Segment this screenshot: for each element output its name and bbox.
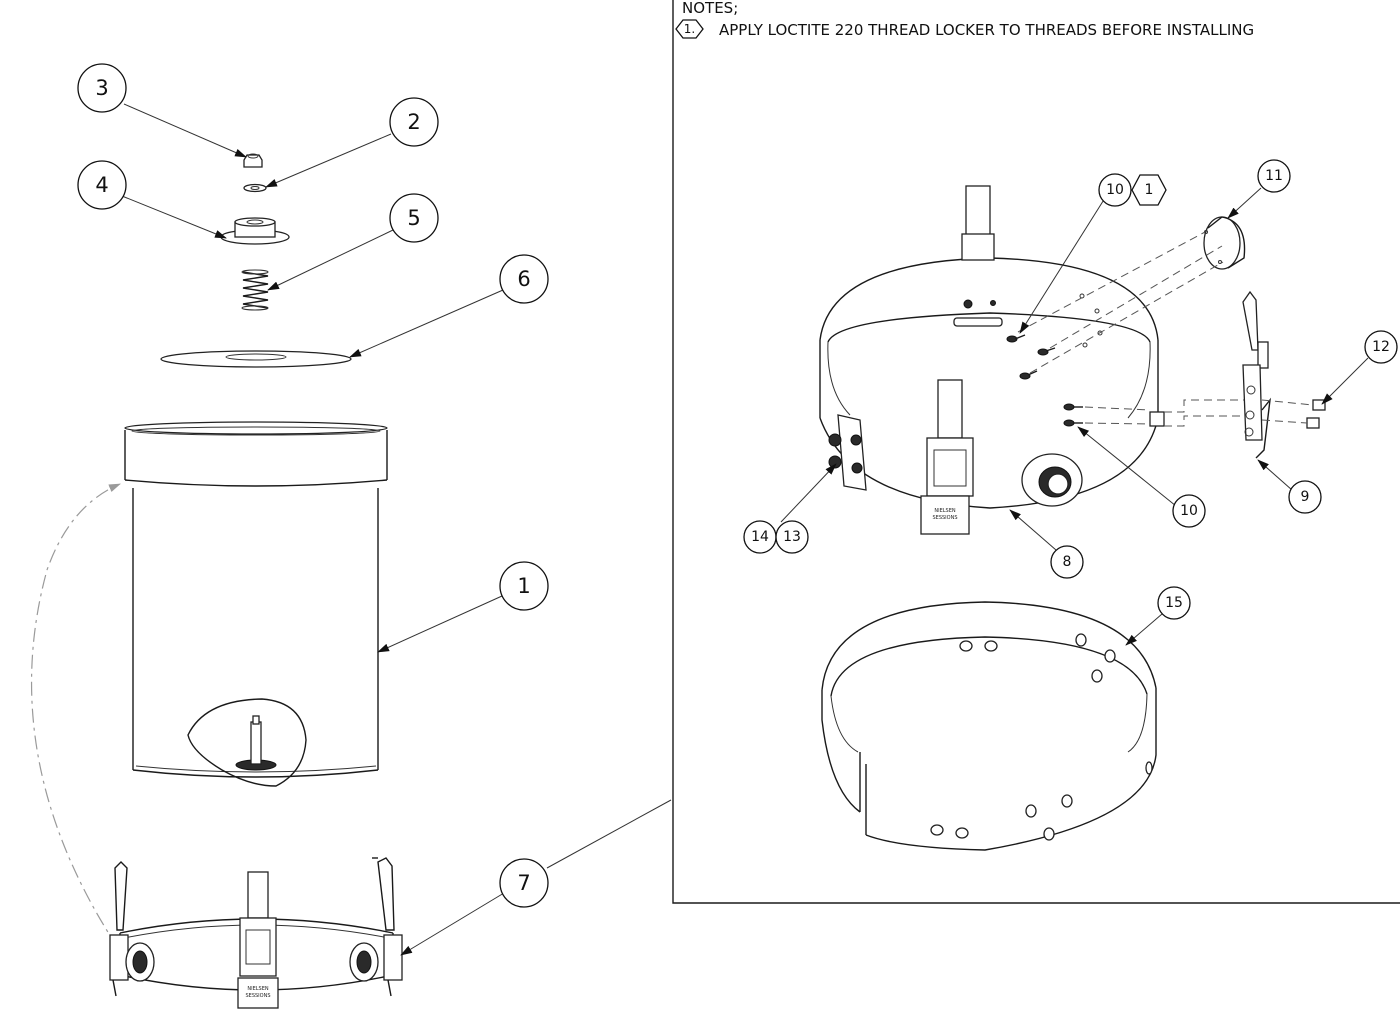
balloon-7: 7 <box>499 858 549 908</box>
balloon-6: 6 <box>499 254 549 304</box>
balloon-14: 14 <box>743 520 777 554</box>
balloon-4: 4 <box>77 160 127 210</box>
band-latch-label-line1: NIELSEN <box>247 986 268 992</box>
svg-text:14: 14 <box>751 529 769 545</box>
svg-text:10: 10 <box>1180 503 1198 519</box>
note-item-text: APPLY LOCTITE 220 THREAD LOCKER TO THREA… <box>719 21 1254 39</box>
detail-latch-label-line1: NIELSEN <box>934 508 955 514</box>
balloon-9: 9 <box>1288 480 1322 514</box>
part-10-screws-lower <box>1063 403 1083 427</box>
assembly-direction-arrow <box>30 483 121 949</box>
notes-heading: NOTES; <box>682 0 738 17</box>
part-7-band-assembly: NIELSEN SESSIONS <box>109 857 403 1009</box>
svg-text:13: 13 <box>783 529 801 545</box>
note-flag-1: 1 <box>1131 174 1167 206</box>
balloon-13: 13 <box>775 520 809 554</box>
part-9-lever-latch <box>1242 290 1271 459</box>
note-flag-hexagon <box>675 19 704 39</box>
balloon-10-bottom: 10 <box>1172 494 1206 528</box>
svg-text:2: 2 <box>407 110 420 134</box>
balloon-2: 2 <box>389 97 439 147</box>
balloon-11: 11 <box>1257 159 1291 193</box>
svg-text:7: 7 <box>517 871 530 895</box>
detail-latch-label-line2: SESSIONS <box>932 515 957 521</box>
svg-text:1: 1 <box>517 574 530 598</box>
svg-text:12: 12 <box>1372 339 1390 355</box>
svg-text:15: 15 <box>1165 595 1183 611</box>
balloon-15: 15 <box>1157 586 1191 620</box>
svg-text:11: 11 <box>1265 168 1283 184</box>
svg-text:5: 5 <box>407 206 420 230</box>
part-15-liner-band <box>821 601 1157 851</box>
part-2-washer <box>243 183 267 193</box>
svg-text:4: 4 <box>95 173 108 197</box>
explode-lines <box>1017 231 1314 427</box>
svg-text:10: 10 <box>1106 182 1124 198</box>
svg-text:3: 3 <box>95 76 108 100</box>
balloon-12: 12 <box>1364 330 1398 364</box>
part-3-nut <box>243 153 263 168</box>
balloon-10-top: 10 <box>1098 173 1132 207</box>
part-6-disc <box>160 350 352 368</box>
band-latch-label-line2: SESSIONS <box>245 993 270 999</box>
part-10-screws-upper <box>1006 334 1056 380</box>
leader-lines <box>121 103 1369 956</box>
svg-text:9: 9 <box>1301 489 1310 505</box>
note-item-number: 1. <box>684 22 695 36</box>
svg-text:6: 6 <box>517 267 530 291</box>
part-8-band-assembly: NIELSEN SESSIONS <box>819 185 1165 535</box>
balloon-3: 3 <box>77 63 127 113</box>
balloon-1: 1 <box>499 561 549 611</box>
balloon-8: 8 <box>1050 545 1084 579</box>
part-4-flange <box>220 217 290 245</box>
svg-text:1: 1 <box>1145 182 1154 198</box>
balloon-5: 5 <box>389 193 439 243</box>
svg-text:8: 8 <box>1063 554 1072 570</box>
part-1-canister <box>124 421 388 787</box>
part-11-cap <box>1203 216 1246 270</box>
notes-block: NOTES; 1. APPLY LOCTITE 220 THREAD LOCKE… <box>675 0 1254 39</box>
detail-frame <box>546 0 1400 904</box>
part-5-spring <box>241 269 269 311</box>
